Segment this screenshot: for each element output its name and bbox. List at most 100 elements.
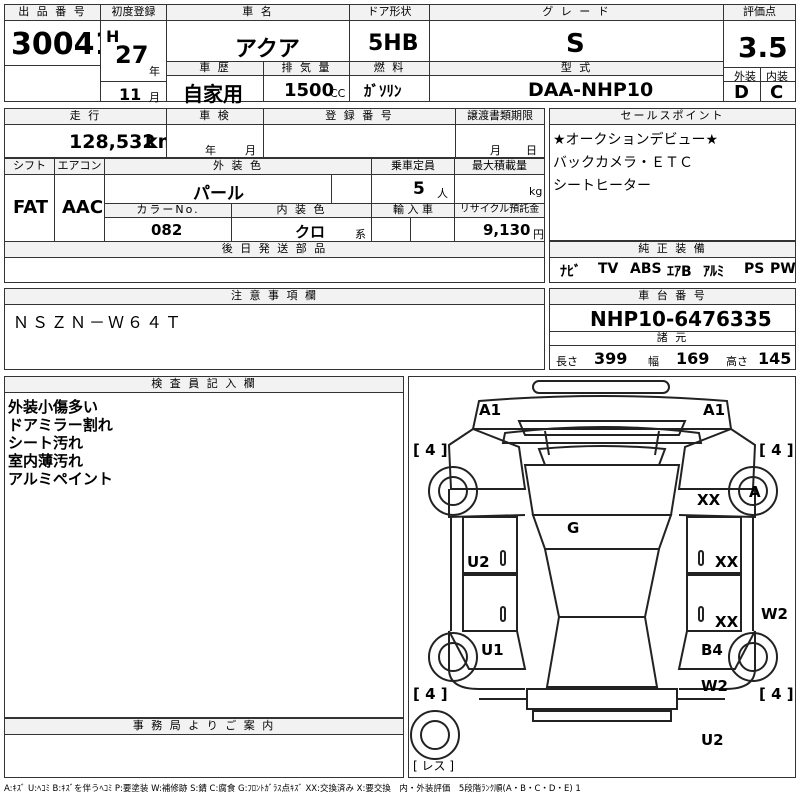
type-label: 型 式 (430, 62, 723, 76)
mileage-label: 走 行 (5, 109, 166, 125)
recycle-unit: 円 (533, 228, 544, 241)
type-box: 型 式 DAA-NHP10 (429, 61, 724, 102)
sales-label: セールスポイント (550, 109, 795, 125)
year-unit: 年 (149, 65, 160, 78)
ext-label: 外装 (734, 70, 756, 83)
width-label: 幅 (648, 355, 659, 368)
mark-xx-door-1: XX (715, 553, 739, 571)
mileage-box: 走 行 128,532 km (4, 108, 177, 158)
inspector-line-1: 外装小傷多い (8, 398, 99, 416)
length: 399 (594, 349, 628, 368)
grade-label: グ レ ー ド (430, 5, 723, 21)
reg-year: 27 (115, 41, 149, 69)
history-box: 車 歴 自家用 (166, 61, 264, 106)
mark-a1-right: A1 (703, 401, 726, 419)
chassis-box: 車 台 番 号 NHP10-6476335 諸 元 長さ 399 幅 169 高… (549, 288, 796, 370)
later-parts-box: 後 日 発 送 部 品 (4, 241, 545, 283)
mark-w2-rear: W2 (701, 677, 728, 695)
fuel-box: 燃 料 ｶﾞｿﾘﾝ (349, 61, 430, 102)
displacement-box: 排 気 量 1500 CC (263, 61, 350, 102)
score-label: 評価点 (724, 5, 795, 21)
inspection-box: 車 検 年 月 (166, 108, 264, 158)
lot-number: 30041 (11, 27, 116, 62)
insp-year-unit: 年 (205, 144, 216, 157)
length-label: 長さ (556, 355, 578, 368)
lot-box: 出 品 番 号 30041 (4, 4, 115, 102)
door-type: 5HB (368, 31, 419, 56)
genuine-nav: ﾅﾋﾞ (560, 264, 581, 280)
mark-u2-left: U2 (467, 553, 490, 571)
history-label: 車 歴 (167, 62, 263, 76)
mark-a1-left: A1 (479, 401, 502, 419)
lot-label: 出 品 番 号 (5, 5, 100, 21)
score-box: 評価点 3.5 外装 内装 D C (723, 4, 796, 103)
height-label: 高さ (726, 355, 748, 368)
genuine-box: 純 正 装 備 ﾅﾋﾞ TV ABS ｴｱB ｱﾙﾐ PS PW (549, 241, 796, 283)
door-box: ドア形状 5HB (349, 4, 430, 62)
mark-u2-rear: U2 (701, 731, 724, 749)
notes-label: 注 意 事 項 欄 (5, 289, 544, 305)
tire-tread-tl: [ 4 ] (413, 441, 448, 459)
shift-label: シフト (5, 159, 54, 175)
mark-g-roof: G (567, 519, 580, 537)
door-label: ドア形状 (350, 5, 429, 21)
int-color: クロ (295, 223, 326, 241)
genuine-alloy: ｱﾙﾐ (703, 264, 724, 280)
int-label: 内装 (766, 70, 788, 83)
int-color-unit: 系 (355, 228, 366, 241)
genuine-label: 純 正 装 備 (550, 242, 795, 258)
reg-month: 11 (119, 85, 142, 104)
inspector-box: 検 査 員 記 入 欄 外装小傷多い ドアミラー割れ シート汚れ 室内薄汚れ ア… (4, 376, 404, 718)
int-grade: C (770, 82, 784, 103)
genuine-tv: TV (598, 261, 619, 277)
seats: 5 (413, 179, 425, 199)
chassis-number: NHP10-6476335 (590, 307, 772, 331)
transfer-month-unit: 月 (490, 144, 501, 157)
reg-no-label: 登 録 番 号 (264, 109, 455, 125)
load-unit: kg (529, 185, 543, 198)
transfer-box: 譲渡書類期限 月 日 (455, 108, 545, 158)
inspector-line-3: シート汚れ (8, 434, 84, 452)
ext-color: パール (193, 184, 244, 204)
ac-label: エアコン (55, 159, 104, 175)
spec-label: 諸 元 (550, 332, 795, 346)
inspector-line-5: アルミペイント (8, 470, 113, 488)
mark-b4-right: B4 (701, 641, 723, 659)
genuine-airbag: ｴｱB (667, 264, 692, 280)
mark-xx-door-2: XX (715, 613, 739, 631)
displacement: 1500 (284, 80, 335, 101)
type-code: DAA-NHP10 (528, 79, 654, 101)
office-label: 事 務 局 よ り ご 案 内 (5, 719, 403, 735)
sales-point-2: バックカメラ・ＥＴＣ (553, 155, 693, 171)
load-label: 最大積載量 (455, 159, 544, 175)
sales-point-3: シートヒーター (553, 178, 651, 194)
tire-tread-br: [ 4 ] (759, 685, 794, 703)
int-color-label: 内 装 色 (232, 204, 371, 218)
history: 自家用 (183, 82, 243, 106)
import-label: 輸 入 車 (372, 204, 454, 218)
chassis-label: 車 台 番 号 (550, 289, 795, 305)
car-outline (410, 380, 778, 760)
model-name: アクア (235, 37, 300, 62)
office-box: 事 務 局 よ り ご 案 内 (4, 718, 404, 778)
first-reg-label: 初度登録 (101, 5, 166, 21)
era: H (106, 27, 120, 46)
later-parts-label: 後 日 発 送 部 品 (5, 242, 544, 258)
inspector-line-2: ドアミラー割れ (8, 416, 113, 434)
mark-a-wheel: A (749, 483, 761, 501)
tire-tread-tr: [ 4 ] (759, 441, 794, 459)
ext-color-label: 外 装 色 (105, 159, 371, 175)
ac: AAC (62, 197, 104, 218)
model-name-label: 車 名 (167, 5, 349, 21)
notes-box: 注 意 事 項 欄 ＮＳＺＮ－Ｗ６４Ｔ (4, 288, 545, 370)
inspection-label: 車 検 (167, 109, 263, 125)
width: 169 (676, 349, 710, 368)
tire-tread-bl: [ 4 ] (413, 685, 448, 703)
grade-box: グ レ ー ド S (429, 4, 724, 62)
legend: A:ｷｽﾞ U:ﾍｺﾐ B:ｷｽﾞを伴うﾍｺﾐ P:要塗装 W:補修跡 S:錆 … (4, 784, 581, 794)
mark-u1-left: U1 (481, 641, 504, 659)
shift: FAT (13, 197, 49, 218)
displacement-label: 排 気 量 (264, 62, 349, 76)
spec-grid: シフト エアコン FAT AAC 外 装 色 パール 乗車定員 5 人 最大積載… (4, 158, 545, 242)
insp-month-unit: 月 (245, 144, 256, 157)
